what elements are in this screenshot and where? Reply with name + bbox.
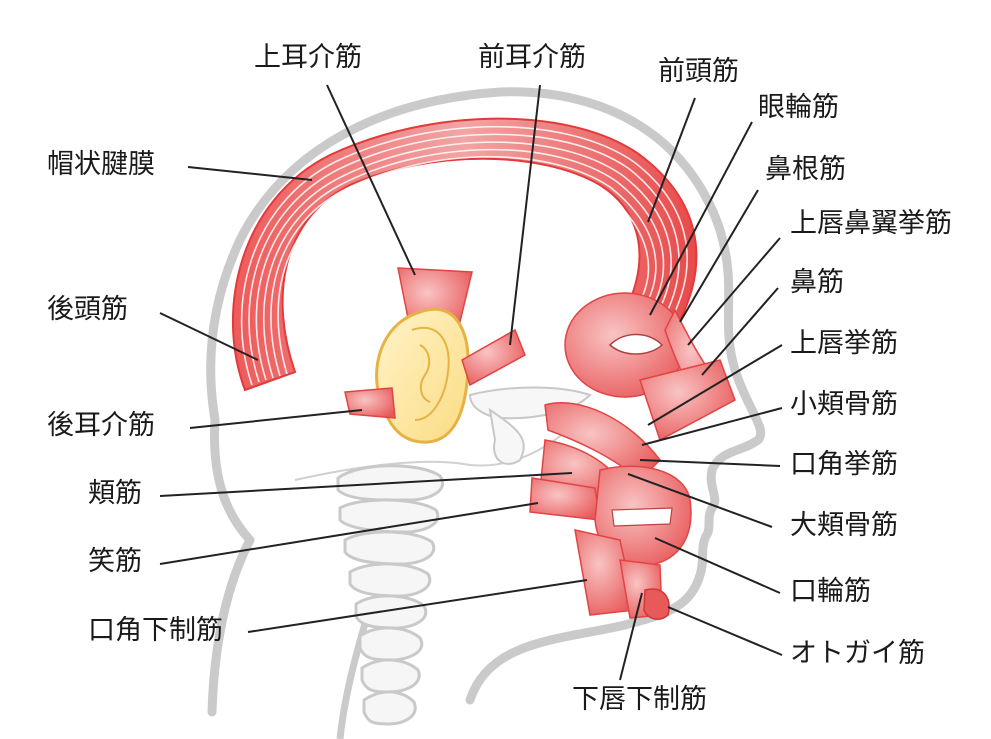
mentalis-muscle (643, 588, 670, 620)
leader-risorius (159, 502, 539, 565)
leader-levator-anguli (639, 459, 781, 467)
leader-depressor-anguli (247, 579, 588, 633)
label-depressor-labii-inferioris: 下唇下制筋 (572, 684, 707, 715)
label-levator-labii: 上唇挙筋 (790, 328, 898, 359)
head-outline (206, 87, 766, 717)
leader-frontalis (647, 97, 696, 223)
label-buccinator: 頬筋 (88, 478, 142, 509)
auricularis-anterior-muscle (461, 328, 526, 387)
label-auricularis-superior: 上耳介筋 (254, 42, 362, 73)
label-orbicularis-oris: 口輪筋 (790, 576, 871, 607)
label-auricularis-anterior: 前耳介筋 (478, 42, 586, 73)
leader-auricularis-superior (326, 84, 416, 276)
leader-zygomaticus-major (627, 473, 773, 528)
label-procerus: 鼻根筋 (765, 154, 846, 185)
galea-fibers (240, 126, 688, 386)
eye (608, 333, 664, 355)
leader-buccinator (159, 472, 573, 497)
leader-procerus (679, 189, 759, 323)
galea-aponeurotica (231, 117, 698, 392)
label-galea-aponeurotica: 帽状腱膜 (47, 149, 155, 180)
leader-lines (159, 84, 783, 681)
label-nasalis: 鼻筋 (790, 267, 844, 298)
leader-auricularis-posterior (189, 409, 363, 429)
label-occipitalis: 後頭筋 (47, 294, 128, 325)
label-frontalis: 前頭筋 (658, 56, 739, 87)
leader-depressor-labii (619, 592, 643, 681)
label-zygomaticus-minor: 小頬骨筋 (790, 389, 898, 420)
mandible-bone (488, 407, 525, 465)
label-risorius: 笑筋 (88, 546, 142, 577)
label-zygomaticus-major: 大頬骨筋 (790, 510, 898, 541)
leader-nasalis (701, 287, 779, 376)
leader-orbicularis-oculi (649, 121, 753, 316)
leader-occipitalis (159, 312, 259, 361)
leader-zygomaticus-minor (641, 407, 783, 446)
label-auricularis-posterior: 後耳介筋 (47, 410, 155, 441)
teeth (611, 507, 673, 527)
leader-mentalis (667, 606, 783, 656)
leader-levator-labii (647, 344, 783, 426)
levator-labii-muscle (639, 359, 736, 442)
label-levator-anguli-oris: 口角挙筋 (790, 449, 898, 480)
auricularis-posterior-muscle (344, 387, 396, 419)
label-levator-labii-alaeque: 上唇鼻翼挙筋 (790, 208, 952, 239)
leader-auricularis-anterior (509, 84, 541, 346)
label-mentalis: オトガイ筋 (790, 638, 925, 669)
label-depressor-anguli-oris: 口角下制筋 (88, 615, 223, 646)
leader-levator-labii-alaeque (687, 237, 781, 346)
label-orbicularis-oculi: 眼輪筋 (758, 92, 839, 123)
ear-helix (411, 326, 450, 421)
ear (375, 307, 470, 444)
cervical-spine (336, 464, 444, 726)
leader-orbicularis-oris (654, 537, 781, 594)
leader-galea (187, 166, 313, 181)
skull-line (294, 409, 591, 481)
